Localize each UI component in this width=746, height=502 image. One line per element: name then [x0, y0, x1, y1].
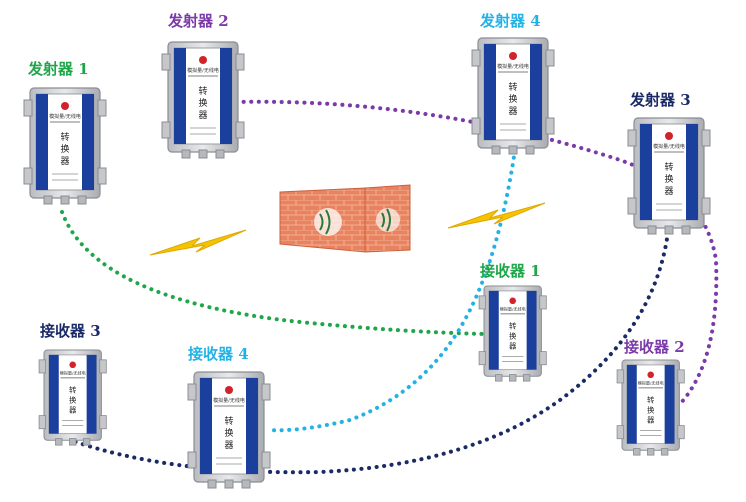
device-tx4: 模拟量/无线电 转 换 器 — [471, 37, 555, 155]
link-tx3-rx3 — [68, 230, 670, 475]
label-rx2: 接收器 2 — [624, 338, 685, 356]
device-model-text: 模拟量/无线电 — [653, 143, 685, 150]
device-title-char: 器 — [60, 156, 69, 167]
device-model-text: 模拟量/无线电 — [187, 67, 219, 74]
device-title-char: 换 — [198, 97, 207, 109]
device-model-text: 模拟量/无线电 — [60, 370, 86, 376]
device-title-char: 换 — [69, 395, 77, 404]
device-title-char: 转 — [224, 415, 233, 427]
label-rx1: 接收器 1 — [480, 262, 541, 280]
device-title-char: 转 — [647, 396, 655, 405]
device-title-char: 换 — [508, 93, 517, 105]
device-title-char: 转 — [508, 81, 517, 93]
device-title-char: 换 — [664, 173, 673, 185]
lightning-left-icon — [149, 229, 247, 256]
link-lines — [60, 99, 719, 475]
device-rx1: 模拟量/无线电 转 换 器 — [478, 285, 547, 382]
device-model-text: 模拟量/无线电 — [49, 113, 81, 120]
device-title-char: 器 — [198, 110, 207, 121]
label-rx4: 接收器 4 — [188, 345, 249, 363]
device-title-char: 转 — [60, 131, 69, 143]
device-model-text: 模拟量/无线电 — [497, 63, 529, 70]
label-tx3: 发射器 3 — [630, 91, 691, 109]
lightning-right-icon — [447, 202, 546, 229]
device-title-char: 器 — [509, 341, 517, 350]
device-rx4: 模拟量/无线电 转 换 器 — [187, 371, 271, 489]
device-title-char: 换 — [224, 427, 233, 439]
device-title-char: 转 — [198, 85, 207, 97]
device-title-char: 换 — [60, 143, 69, 155]
device-title-char: 转 — [69, 386, 77, 395]
device-title-char: 换 — [509, 331, 517, 340]
brick-wall-icon — [279, 184, 411, 253]
label-tx4: 发射器 4 — [480, 12, 541, 30]
device-title-char: 器 — [647, 415, 655, 424]
link-tx1-rx1 — [60, 210, 487, 336]
device-title-char: 转 — [664, 161, 673, 173]
link-tx4-rx4 — [266, 148, 517, 433]
device-model-text: 模拟量/无线电 — [500, 306, 526, 312]
device-tx3: 模拟量/无线电 转 换 器 — [627, 117, 711, 235]
device-model-text: 模拟量/无线电 — [638, 380, 664, 386]
link-tx2-rx2 — [234, 99, 719, 406]
device-rx3: 模拟量/无线电 转 换 器 — [38, 349, 107, 446]
device-title-char: 器 — [69, 405, 77, 414]
device-title-char: 转 — [509, 322, 517, 331]
device-title-char: 器 — [224, 440, 233, 451]
device-title-char: 器 — [508, 106, 517, 117]
device-tx2: 模拟量/无线电 转 换 器 — [161, 41, 245, 159]
device-rx2: 模拟量/无线电 转 换 器 — [616, 359, 685, 456]
label-tx1: 发射器 1 — [28, 60, 89, 78]
device-title-char: 换 — [647, 405, 655, 414]
label-tx2: 发射器 2 — [168, 12, 229, 30]
device-tx1: 模拟量/无线电 转 换 器 — [23, 87, 107, 205]
label-rx3: 接收器 3 — [40, 322, 101, 340]
device-model-text: 模拟量/无线电 — [213, 397, 245, 404]
device-title-char: 器 — [664, 186, 673, 197]
